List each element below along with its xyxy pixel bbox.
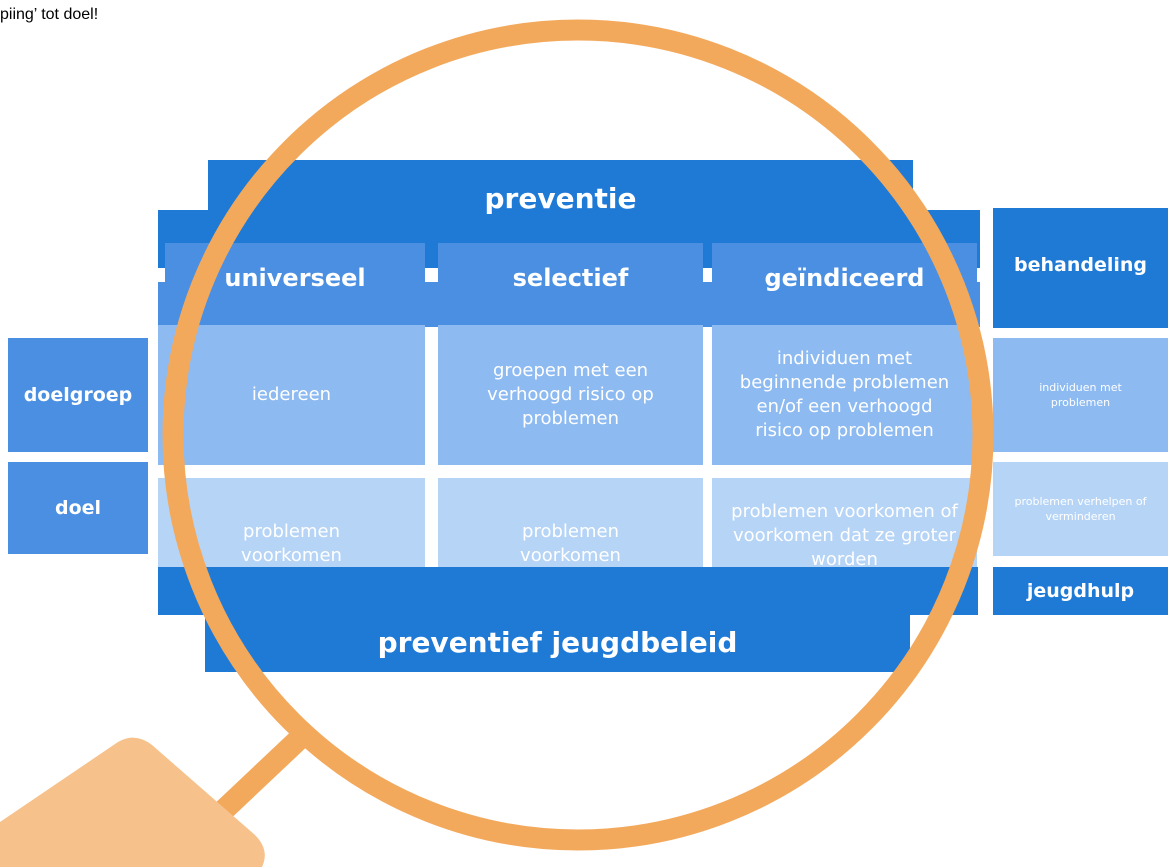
behandeling-header: behandeling bbox=[993, 208, 1168, 328]
column-header-selectief: selectief bbox=[438, 243, 703, 313]
side-cell-doelgroep: individuen met problemen bbox=[993, 338, 1168, 452]
preventie-title: preventie bbox=[208, 160, 913, 237]
cell-doelgroep-selectief: groepen met een verhoogd risico op probl… bbox=[438, 325, 703, 465]
side-cell-doel: problemen verhelpen of verminderen bbox=[993, 462, 1168, 556]
row-label-doel: doel bbox=[8, 462, 148, 554]
magnifier-lens-ring bbox=[162, 19, 994, 851]
jeugdhulp-label: jeugdhulp bbox=[993, 567, 1168, 615]
cell-doelgroep-geindiceerd: individuen met beginnende problemen en/o… bbox=[712, 325, 977, 465]
cell-doelgroep-universeel: iedereen bbox=[158, 325, 425, 465]
jeugdbeleid-title: preventief jeugdbeleid bbox=[205, 612, 910, 672]
row-label-doelgroep: doelgroep bbox=[8, 338, 148, 452]
intro-text-fragment: piing’ tot doel! bbox=[0, 6, 99, 23]
jeugdbeleid-band-back bbox=[158, 567, 978, 615]
magnifier-handle-grip bbox=[0, 737, 265, 867]
